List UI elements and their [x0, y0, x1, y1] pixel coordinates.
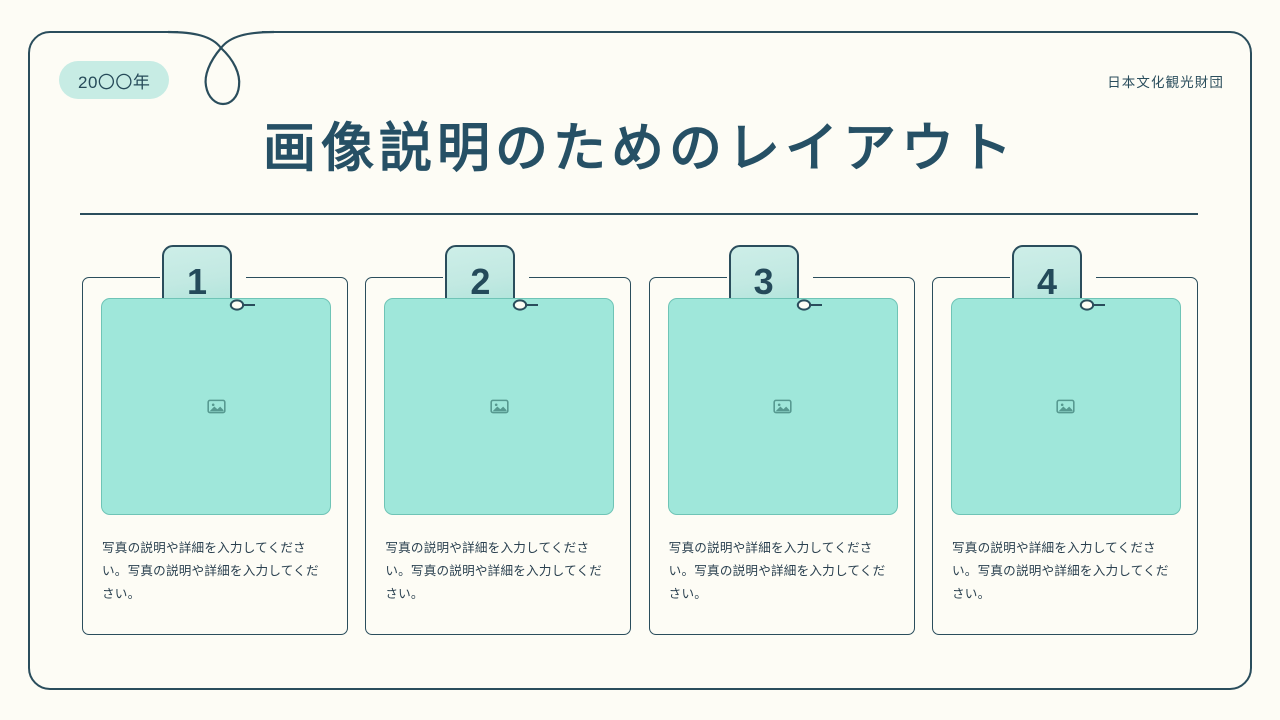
card-number-label: 1 — [186, 260, 208, 302]
card-number-label: 3 — [753, 260, 774, 302]
image-card[interactable]: 3 写真の説明や詳細を入力してください。写真の説明や詳細を入力してください。 — [648, 245, 915, 635]
image-card[interactable]: 1 写真の説明や詳細を入力してください。写真の説明や詳細を入力してください。 — [82, 245, 348, 635]
badge-knot-icon — [229, 294, 256, 316]
image-placeholder-icon — [490, 399, 509, 414]
image-card[interactable]: 2 写真の説明や詳細を入力してください。写真の説明や詳細を入力してください。 — [365, 245, 632, 635]
card-caption: 写真の説明や詳細を入力してください。写真の説明や詳細を入力してください。 — [385, 541, 603, 601]
image-placeholder-icon — [206, 399, 226, 414]
page-title: 画像説明のためのレイアウト — [263, 119, 1017, 178]
title-divider — [80, 213, 1198, 216]
image-placeholder-icon — [773, 399, 792, 414]
image-card[interactable]: 4 写真の説明や詳細を入力してください。写真の説明や詳細を入力してください。 — [931, 245, 1198, 635]
badge-knot-icon — [1079, 294, 1106, 316]
image-placeholder[interactable] — [950, 298, 1181, 515]
year-badge[interactable]: 20〇〇年 — [59, 61, 170, 99]
card-number-label: 2 — [470, 260, 491, 302]
card-caption: 写真の説明や詳細を入力してください。写真の説明や詳細を入力してください。 — [951, 541, 1169, 601]
image-placeholder-icon — [1056, 399, 1076, 414]
image-placeholder[interactable] — [101, 298, 331, 515]
card-caption: 写真の説明や詳細を入力してください。写真の説明や詳細を入力してください。 — [668, 541, 886, 601]
cards-row: 1 写真の説明や詳細を入力してください。写真の説明や詳細を入力してください。 — [82, 245, 1198, 635]
organization-name: 日本文化観光財団 — [1107, 75, 1224, 90]
image-placeholder[interactable] — [667, 298, 898, 515]
year-badge-label: 20〇〇年 — [78, 72, 151, 92]
image-placeholder[interactable] — [384, 298, 615, 515]
badge-knot-icon — [512, 294, 540, 316]
decorative-lasso-loop-icon — [166, 18, 276, 110]
badge-knot-icon — [796, 294, 823, 316]
card-number-label: 4 — [1036, 260, 1057, 302]
card-caption: 写真の説明や詳細を入力してください。写真の説明や詳細を入力してください。 — [102, 541, 319, 601]
